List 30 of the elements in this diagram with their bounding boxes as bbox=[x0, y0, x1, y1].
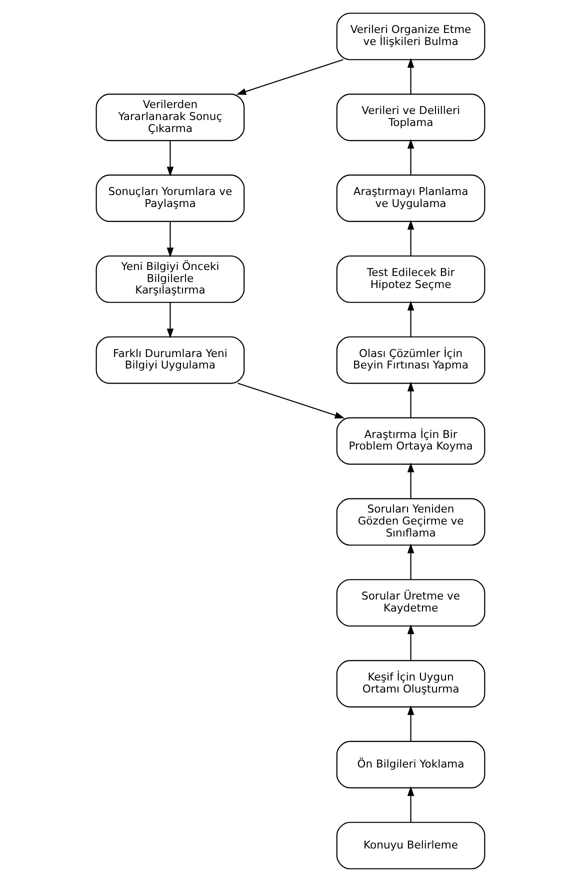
arrow bbox=[406, 300, 414, 337]
arrow bbox=[166, 302, 174, 338]
node-box: Farklı Durumlara Yeni Bilgiyi Uygulama bbox=[95, 336, 244, 384]
node-box: Sorular Üretme ve Kaydetme bbox=[336, 579, 485, 627]
node-box: Ön Bilgileri Yoklama bbox=[336, 740, 485, 788]
arrow bbox=[406, 462, 414, 498]
arrow bbox=[406, 624, 414, 660]
node-box: Sonuçları Yorumlara ve Paylaşma bbox=[95, 174, 244, 222]
node-box: Soruları Yeniden Gözden Geçirme ve Sınıflama bbox=[336, 498, 485, 546]
arrow bbox=[406, 220, 414, 256]
arrow bbox=[237, 382, 344, 418]
node-box: Araştırmayı Planlama ve Uygulama bbox=[336, 174, 485, 222]
node-box: Test Edilecek Bir Hipotez Seçme bbox=[336, 255, 485, 303]
node-box: Keşif İçin Uygun Ortamı Oluşturma bbox=[336, 660, 485, 708]
arrow bbox=[406, 382, 414, 418]
node-box: Verileri Organize Etme ve İlişkileri Bulma bbox=[336, 12, 485, 60]
arrow bbox=[406, 543, 414, 580]
node-box: Verilerden Yararlanarak Sonuç Çıkarma bbox=[95, 94, 244, 142]
node-box: Olası Çözümler İçin Beyin Fırtınası Yapma bbox=[336, 336, 485, 384]
node-box: Araştırma İçin Bir Problem Ortaya Koyma bbox=[336, 417, 485, 465]
arrow bbox=[406, 58, 414, 94]
arrow bbox=[406, 786, 414, 822]
arrow bbox=[406, 705, 414, 742]
arrow bbox=[406, 138, 414, 175]
arrow bbox=[166, 221, 174, 258]
node-box: Konuyu Belirleme bbox=[336, 822, 485, 870]
node-box: Verileri ve Delilleri Toplama bbox=[336, 94, 485, 142]
node-box: Yeni Bilgiyi Önceki Bilgilerle Karşılaştırma bbox=[95, 255, 244, 303]
arrow bbox=[166, 140, 174, 176]
arrow bbox=[236, 59, 343, 95]
